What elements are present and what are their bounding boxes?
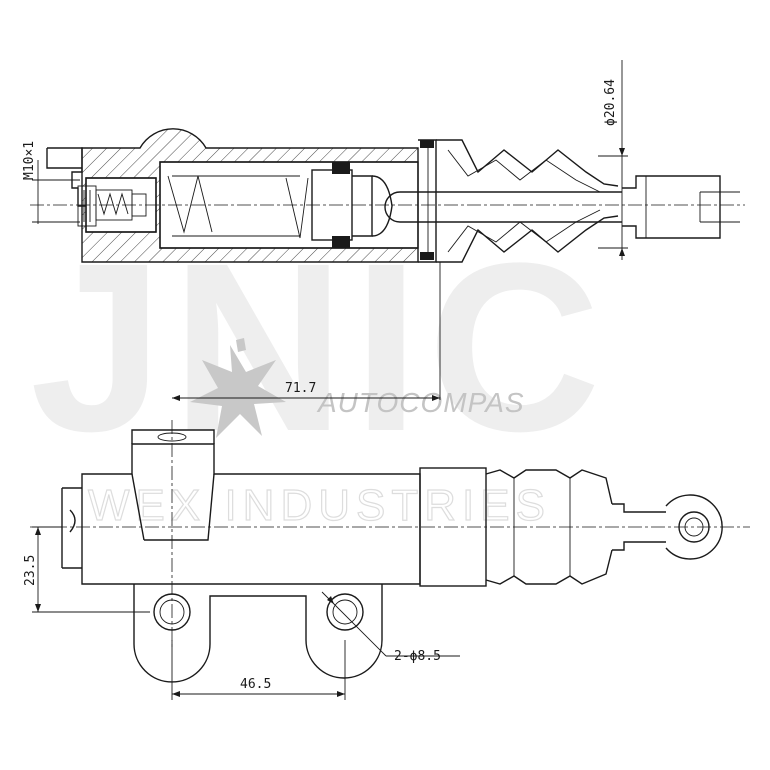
piston [311, 162, 393, 248]
mount-hole-right [326, 593, 364, 631]
hole-spacing-dimension: 46.5 [171, 640, 346, 700]
boot-retainer [418, 139, 437, 263]
industries-watermark: WEX INDUSTRIES [88, 481, 551, 530]
autocompas-text: AUTOCOMPAS [316, 387, 525, 418]
center-height-dimension: 23.5 [23, 526, 150, 613]
center-height-label: 23.5 [23, 555, 38, 586]
boot-diameter-label: ϕ20.64 [603, 79, 618, 126]
section-view [30, 128, 745, 263]
autocompas-star-icon [190, 338, 286, 438]
boot-diameter-dimension: ϕ20.64 [598, 60, 628, 260]
hole-diameter-dimension: 2-ϕ8.5 [321, 591, 460, 664]
pushrod [384, 191, 622, 223]
rod-external [612, 503, 666, 551]
mounting-flange [133, 584, 383, 683]
rubber-boot [436, 139, 619, 263]
thread-dimension: M10×1 [22, 141, 80, 224]
hole-diameter-label: 2-ϕ8.5 [394, 649, 441, 664]
inlet-nozzle [46, 147, 86, 207]
outlet-nozzle [61, 487, 82, 569]
port-offset-label: 71.7 [285, 381, 316, 396]
return-spring [167, 175, 309, 239]
thread-label: M10×1 [22, 141, 37, 180]
autocompas-logo: AUTOCOMPAS [190, 338, 525, 438]
external-view [30, 420, 750, 683]
rubber-boot-external [485, 469, 613, 585]
port-offset-dimension: 71.7 [172, 381, 440, 401]
clevis-fork [622, 175, 740, 239]
reservoir-boss [131, 429, 215, 541]
hole-spacing-label: 46.5 [240, 677, 271, 692]
